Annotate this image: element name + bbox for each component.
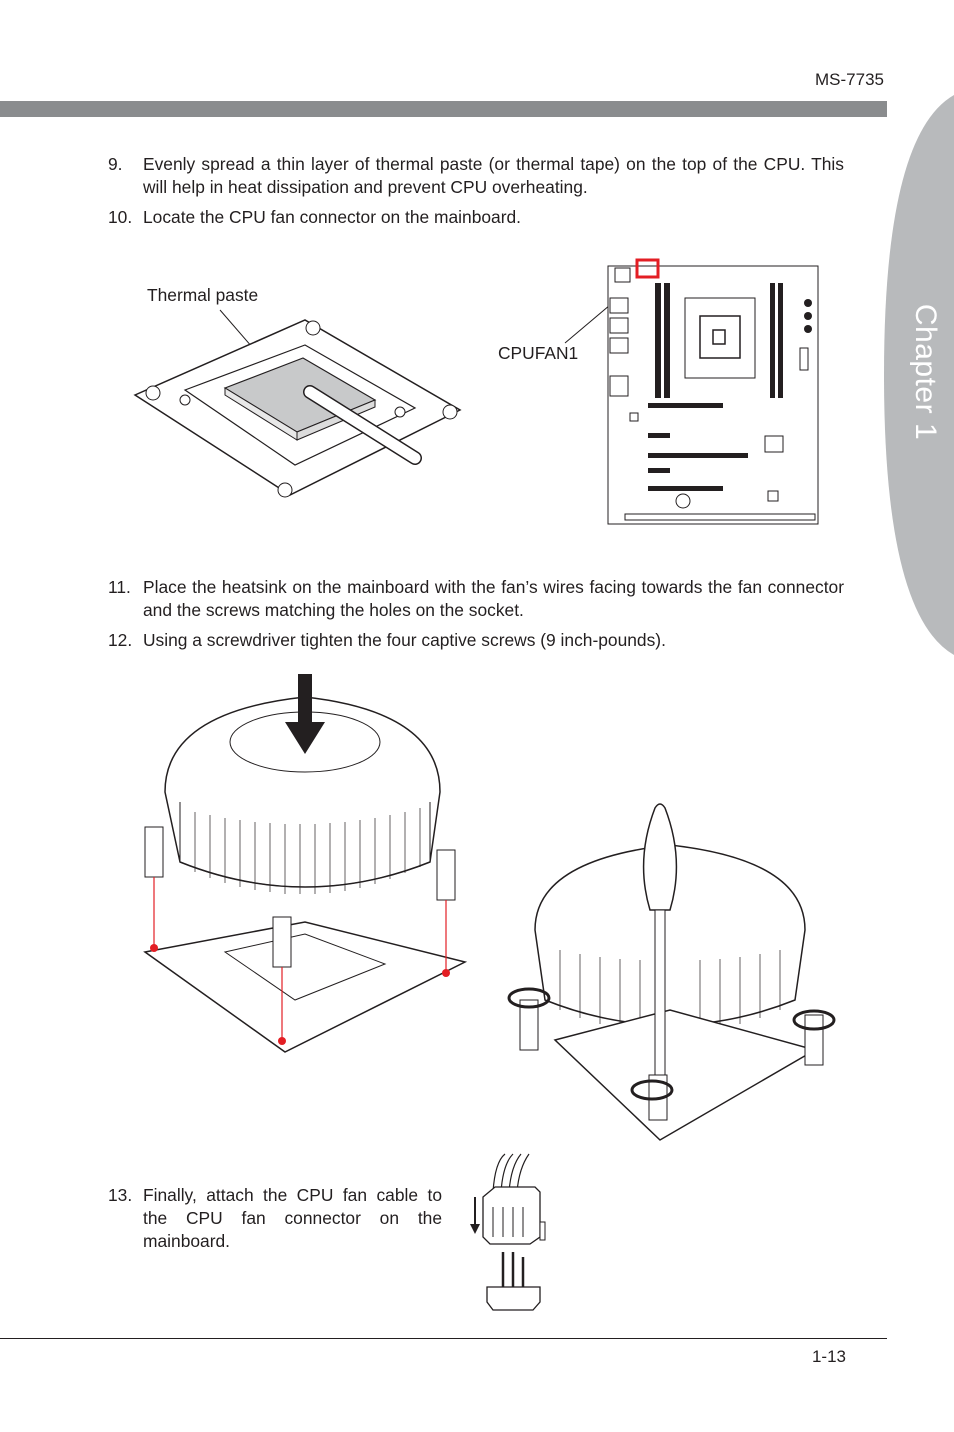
chapter-tab xyxy=(884,95,954,655)
step-text: Locate the CPU fan connector on the main… xyxy=(143,207,522,227)
step-text: Using a screwdriver tighten the four cap… xyxy=(143,630,666,650)
step-10: 10. Locate the CPU fan connector on the … xyxy=(108,206,844,229)
chapter-tab-label: Chapter 1 xyxy=(909,303,942,441)
cpufan-label: CPUFAN1 xyxy=(498,343,579,363)
heatsink-placement-figure xyxy=(143,674,468,1053)
step-text: Finally, attach the CPU fan cable to the… xyxy=(143,1185,442,1251)
step-13: 13. Finally, attach the CPU fan cable to… xyxy=(108,1184,442,1253)
page-number: 1-13 xyxy=(811,1347,846,1366)
fan-connector-figure xyxy=(470,1153,546,1311)
step-text: Place the heatsink on the mainboard with… xyxy=(143,577,844,620)
model-number: MS-7735 xyxy=(815,70,884,89)
screwdriver-figure xyxy=(507,803,836,1141)
step-11: 11. Place the heatsink on the mainboard … xyxy=(108,576,844,622)
footer-rule xyxy=(0,1338,887,1339)
step-12: 12. Using a screwdriver tighten the four… xyxy=(108,629,844,652)
thermal-paste-label: Thermal paste xyxy=(147,285,259,305)
header-bar xyxy=(0,101,887,117)
step-text: Evenly spread a thin layer of thermal pa… xyxy=(143,154,844,197)
step-number: 11. xyxy=(108,577,131,597)
step-number: 10. xyxy=(108,207,133,227)
mainboard-figure xyxy=(564,258,819,525)
thermal-paste-figure xyxy=(133,309,462,498)
step-number: 13. xyxy=(108,1185,133,1205)
step-number: 9. xyxy=(108,154,123,174)
step-number: 12. xyxy=(108,630,133,650)
step-9: 9. Evenly spread a thin layer of thermal… xyxy=(108,153,844,199)
